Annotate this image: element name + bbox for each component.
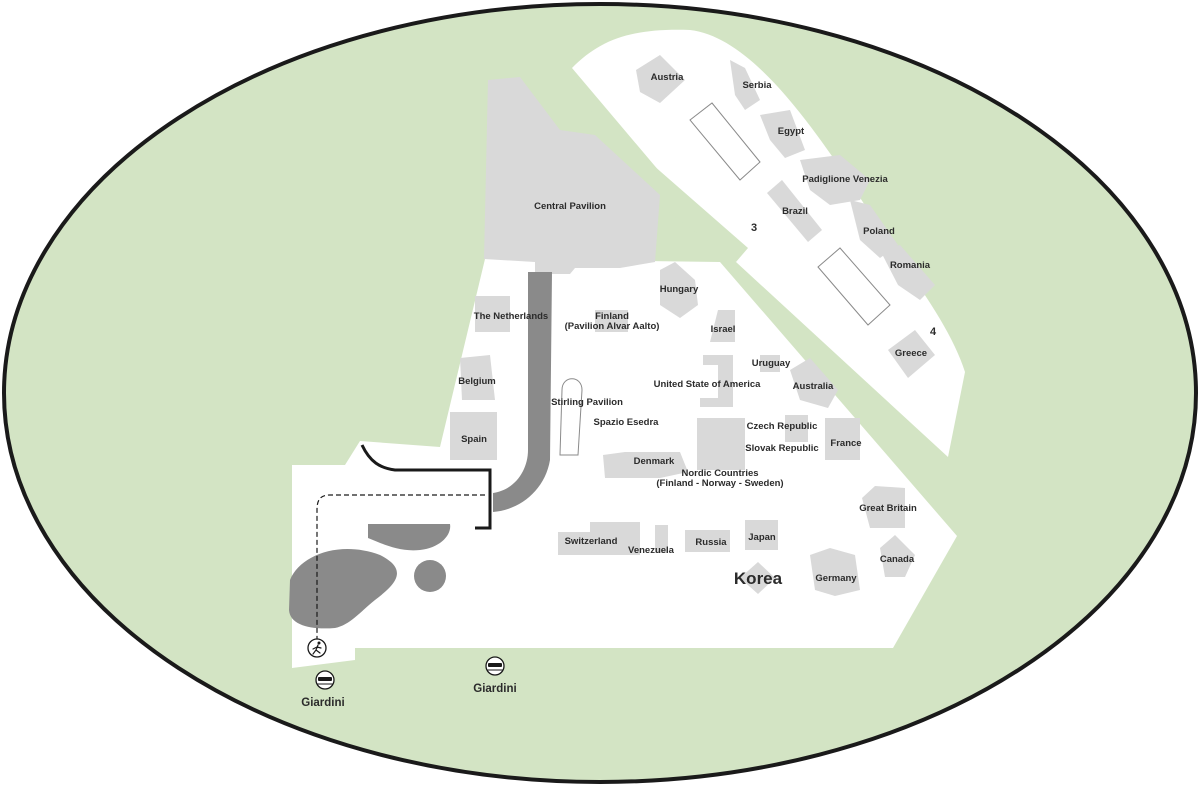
label-uruguay: Uruguay — [752, 358, 791, 369]
label-greece: Greece — [895, 348, 927, 359]
building-spain[interactable] — [450, 412, 497, 460]
label-spain: Spain — [461, 434, 487, 445]
label-russia: Russia — [695, 537, 727, 548]
label-stirling: Stirling Pavilion — [551, 397, 623, 408]
label-netherlands: The Netherlands — [474, 311, 548, 322]
label-serbia: Serbia — [742, 80, 772, 91]
stop-label-left: Giardini — [301, 697, 344, 709]
building-padiglione-venezia[interactable] — [800, 155, 870, 205]
building-venezuela[interactable] — [655, 525, 668, 553]
building-australia[interactable] — [790, 358, 838, 408]
building-great-britain[interactable] — [862, 486, 905, 528]
label-central-pavilion: Central Pavilion — [534, 201, 606, 212]
building-hungary[interactable] — [660, 262, 698, 318]
building-israel[interactable] — [710, 310, 735, 342]
label-nordic-sub: (Finland - Norway - Sweden) — [656, 478, 783, 489]
building-canada[interactable] — [880, 535, 915, 577]
label-poland: Poland — [863, 226, 895, 237]
building-belgium[interactable] — [460, 355, 495, 400]
label-israel: Israel — [711, 324, 736, 335]
building-austria[interactable] — [636, 55, 685, 103]
pond-round — [414, 560, 446, 592]
building-central-pavilion[interactable] — [484, 77, 660, 274]
label-switzerland: Switzerland — [565, 536, 618, 547]
label-hungary: Hungary — [660, 284, 699, 295]
label-slovak: Slovak Republic — [745, 443, 818, 454]
label-france: France — [830, 438, 861, 449]
building-korea[interactable] — [740, 562, 775, 594]
label-padiglione-venezia: Padiglione Venezia — [802, 174, 888, 185]
label-japan: Japan — [748, 532, 776, 543]
building-czech[interactable] — [785, 415, 808, 442]
building-stirling[interactable] — [559, 378, 583, 456]
boundary-line — [360, 444, 492, 530]
label-nordic: Nordic Countries — [681, 468, 758, 479]
stop-label-right: Giardini — [473, 683, 516, 695]
label-spazio-esedra: Spazio Esedra — [594, 417, 660, 428]
label-australia: Australia — [793, 381, 834, 392]
gate-3-marker: 3 — [751, 222, 757, 234]
building-brazil[interactable] — [767, 180, 822, 242]
label-germany: Germany — [815, 573, 857, 584]
building-serbia[interactable] — [730, 60, 760, 110]
building-nordic[interactable] — [697, 418, 745, 470]
building-finland[interactable] — [595, 310, 628, 332]
label-usa: United State of America — [654, 379, 762, 390]
label-finland: Finland — [595, 311, 629, 322]
pond-upper — [368, 524, 451, 551]
pond — [289, 549, 397, 629]
building-uruguay[interactable] — [760, 355, 780, 372]
label-denmark: Denmark — [634, 456, 675, 467]
waterbus-icon — [315, 670, 335, 690]
label-belgium: Belgium — [458, 376, 495, 387]
building-egypt[interactable] — [760, 110, 805, 158]
walking-route — [316, 494, 485, 640]
label-brazil: Brazil — [782, 206, 808, 217]
label-austria: Austria — [651, 72, 684, 83]
pedestrian-icon — [307, 638, 327, 658]
label-romania: Romania — [890, 260, 931, 271]
building-netherlands[interactable] — [475, 296, 510, 332]
building-greece[interactable] — [888, 330, 935, 378]
label-czech: Czech Republic — [747, 421, 818, 432]
outline-block-1 — [689, 102, 761, 181]
building-denmark[interactable] — [603, 452, 688, 478]
building-poland[interactable] — [850, 200, 898, 258]
building-russia[interactable] — [685, 530, 730, 552]
waterbus-icon — [485, 656, 505, 676]
gate-4-marker: 4 — [930, 326, 937, 338]
building-romania[interactable] — [880, 245, 935, 300]
building-germany[interactable] — [810, 548, 860, 596]
northeast-strip — [572, 29, 965, 457]
building-japan[interactable] — [745, 520, 778, 550]
building-switzerland[interactable] — [558, 522, 640, 555]
label-canada: Canada — [880, 554, 915, 565]
label-venezuela: Venezuela — [628, 545, 675, 556]
building-usa[interactable] — [700, 355, 733, 407]
label-great-britain: Great Britain — [859, 503, 917, 514]
label-finland-sub: (Pavilion Alvar Aalto) — [565, 321, 660, 332]
building-france[interactable] — [825, 418, 860, 460]
outline-block-2 — [817, 247, 891, 326]
label-korea: Korea — [734, 569, 783, 588]
label-egypt: Egypt — [778, 126, 805, 137]
avenue-path — [493, 272, 552, 512]
